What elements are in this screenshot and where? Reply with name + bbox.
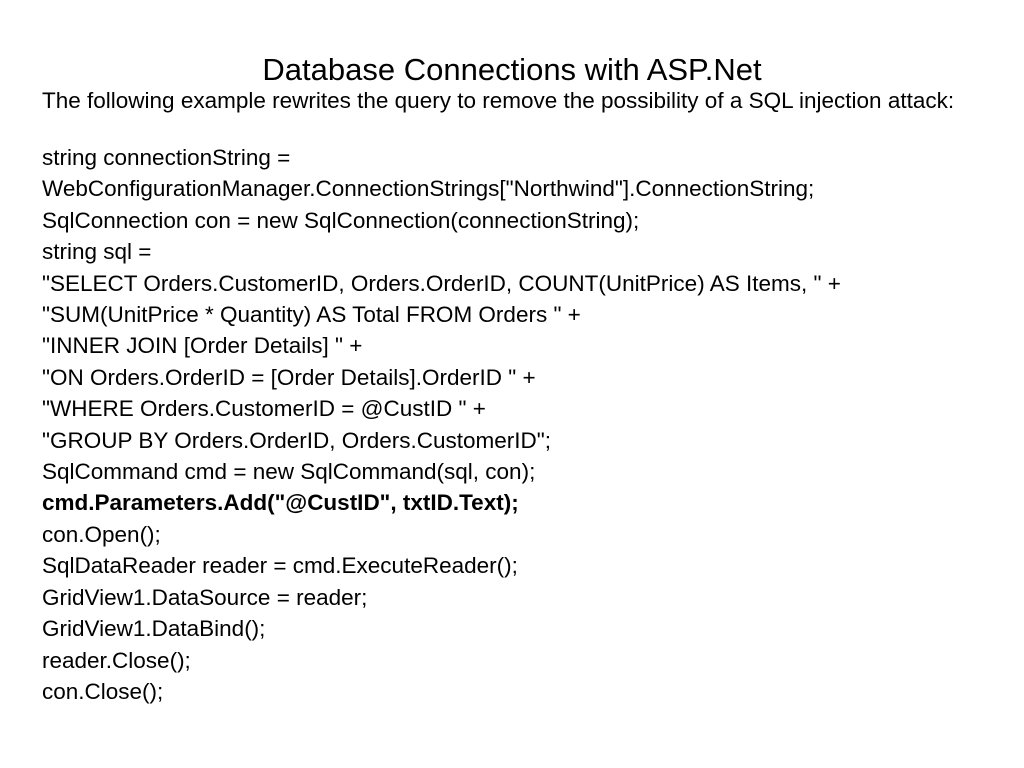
code-line: con.Open(); <box>42 521 161 547</box>
code-line: "GROUP BY Orders.OrderID, Orders.Custome… <box>42 427 552 453</box>
code-line: "INNER JOIN [Order Details] " + <box>42 333 363 359</box>
code-line: GridView1.DataSource = reader; <box>42 584 368 610</box>
slide-body: The following example rewrites the query… <box>42 86 992 707</box>
code-line: con.Close(); <box>42 678 164 704</box>
code-line: string sql = <box>42 239 152 265</box>
code-line: SqlCommand cmd = new SqlCommand(sql, con… <box>42 459 536 485</box>
code-line: WebConfigurationManager.ConnectionString… <box>42 176 815 202</box>
code-line: "SUM(UnitPrice * Quantity) AS Total FROM… <box>42 302 581 328</box>
code-line: cmd.Parameters.Add("@CustID", txtID.Text… <box>42 490 519 516</box>
code-line: "WHERE Orders.CustomerID = @CustID " + <box>42 396 486 422</box>
intro-paragraph: The following example rewrites the query… <box>42 88 955 113</box>
code-line: reader.Close(); <box>42 647 191 673</box>
code-line: "ON Orders.OrderID = [Order Details].Ord… <box>42 364 536 390</box>
code-line: GridView1.DataBind(); <box>42 616 266 642</box>
code-line: SqlConnection con = new SqlConnection(co… <box>42 207 640 233</box>
page-title: Database Connections with ASP.Net <box>262 51 762 87</box>
code-line: "SELECT Orders.CustomerID, Orders.OrderI… <box>42 270 841 296</box>
code-line: string connectionString = <box>42 145 291 170</box>
code-line: SqlDataReader reader = cmd.ExecuteReader… <box>42 553 518 579</box>
code-listing: string connectionString = WebConfiguratio… <box>42 142 992 707</box>
